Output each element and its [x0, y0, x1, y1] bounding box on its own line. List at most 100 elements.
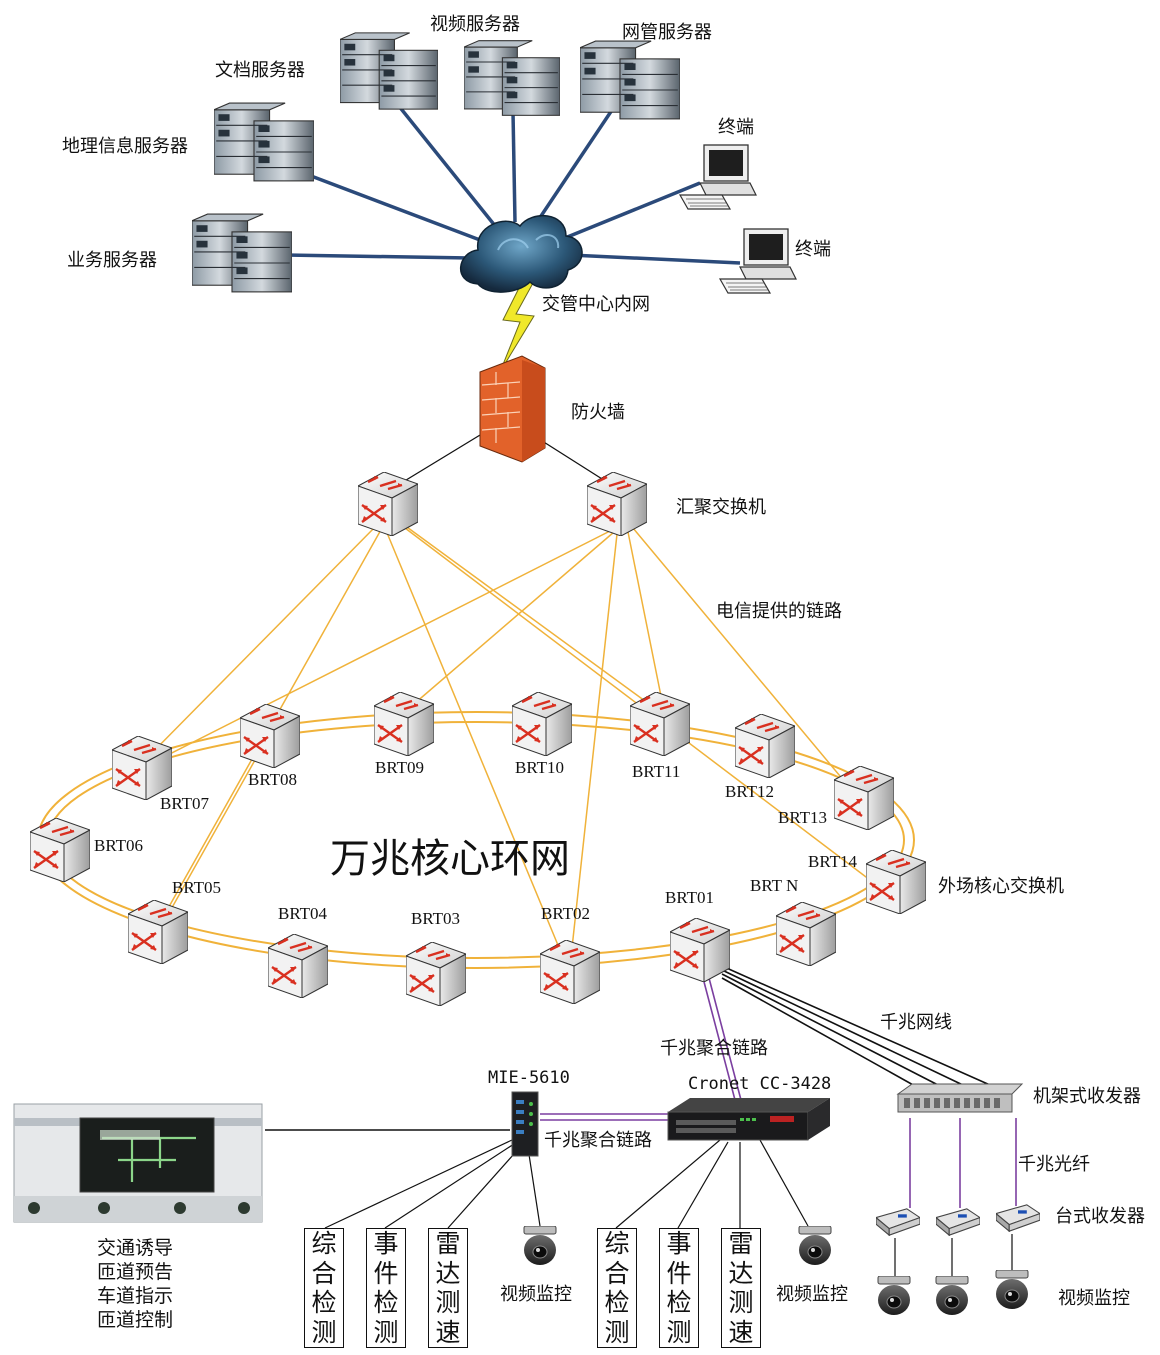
switch-brt06-icon: [30, 818, 90, 882]
char: 件: [666, 1258, 692, 1288]
network-management-server-label: 网管服务器: [622, 22, 712, 43]
node-label-brt01: BRT01: [665, 888, 715, 907]
core-ring-title: 万兆核心环网: [330, 836, 570, 882]
switch-brt08-icon: [240, 704, 300, 768]
char: 测: [311, 1317, 337, 1347]
gigabit-aggregation-link-label-2: 千兆聚合链路: [544, 1130, 652, 1151]
video-monitor-label-b: 视频监控: [776, 1284, 848, 1305]
event-detection-box-1: 事件检测: [366, 1228, 406, 1348]
integrated-detection-box-2: 综合检测: [597, 1228, 637, 1348]
network-management-server-icon: [580, 40, 680, 120]
aggregation-switch-2-icon: [587, 472, 647, 536]
char: 检: [373, 1288, 399, 1318]
char: 达: [435, 1258, 461, 1288]
aggregation-switch-1-icon: [358, 472, 418, 536]
char: 速: [728, 1317, 754, 1347]
char: 测: [435, 1288, 461, 1318]
char: 检: [311, 1288, 337, 1318]
node-label-brt06: BRT06: [94, 836, 144, 855]
char: 速: [435, 1317, 461, 1347]
vms-functions: 交通诱导 匝道预告 车道指示 匝道控制: [60, 1236, 210, 1332]
rack-transceiver-icon: [896, 1083, 1024, 1113]
traffic-guidance-sign: [13, 1103, 263, 1223]
switch-brt10-icon: [512, 692, 572, 756]
gis-server-label: 地理信息服务器: [62, 136, 188, 157]
radar-speed-box-1: 雷达测速: [428, 1228, 468, 1348]
node-label-brt10: BRT10: [515, 758, 565, 777]
char: 事: [666, 1229, 692, 1259]
camera-5-icon: [995, 1270, 1029, 1310]
node-label-brt02: BRT02: [541, 904, 591, 923]
node-label-brt14: BRT14: [808, 852, 858, 871]
business-server-icon: [192, 213, 292, 293]
char: 检: [666, 1288, 692, 1318]
char: 雷: [435, 1229, 461, 1259]
char: 测: [666, 1317, 692, 1347]
node-label-brt07: BRT07: [160, 794, 210, 813]
video-server-icon: [464, 40, 560, 116]
vms-line-3: 车道指示: [96, 1285, 173, 1307]
gis-server-icon: [214, 102, 314, 182]
gigabit-aggregation-link-label-1: 千兆聚合链路: [660, 1038, 768, 1059]
char: 合: [311, 1258, 337, 1288]
business-server-label: 业务服务器: [67, 250, 157, 271]
terminal-2-label: 终端: [795, 239, 831, 260]
telecom-link-label: 电信提供的链路: [716, 601, 842, 622]
switch-brt12-icon: [735, 714, 795, 778]
switch-brt03-icon: [406, 942, 466, 1006]
vms-line-4: 匝道控制: [96, 1309, 173, 1331]
switch-brt05-icon: [128, 900, 188, 964]
switch-brt01-icon: [670, 918, 730, 982]
char: 雷: [728, 1229, 754, 1259]
node-label-brt09: BRT09: [375, 758, 425, 777]
char: 达: [728, 1258, 754, 1288]
node-label-brtn: BRT N: [750, 876, 799, 895]
cloud-icon: [459, 214, 583, 293]
desk-transceiver-2-icon: [936, 1208, 980, 1236]
terminal-1-icon: [679, 144, 757, 210]
char: 测: [728, 1288, 754, 1318]
node-label-brt13: BRT13: [778, 808, 828, 827]
char: 件: [373, 1258, 399, 1288]
char: 测: [604, 1317, 630, 1347]
node-label-brt03: BRT03: [411, 909, 461, 928]
document-server-icon: [340, 32, 438, 110]
camera-1-icon: [523, 1226, 557, 1266]
switch-brt04-icon: [268, 934, 328, 998]
char: 综: [311, 1229, 337, 1259]
char: 检: [604, 1288, 630, 1318]
switch-brt13-icon: [834, 766, 894, 830]
video-monitor-label-c: 视频监控: [1058, 1288, 1130, 1309]
char: 事: [373, 1229, 399, 1259]
document-server-label: 文档服务器: [215, 60, 305, 81]
node-label-brt11: BRT11: [632, 762, 681, 781]
radar-speed-box-2: 雷达测速: [721, 1228, 761, 1348]
aggregation-switch-label: 汇聚交换机: [676, 497, 766, 518]
char: 测: [373, 1317, 399, 1347]
cronet-cc-3428-switch-icon: [667, 1098, 830, 1141]
camera-3-icon: [877, 1276, 911, 1316]
desk-transceiver-3-icon: [996, 1204, 1040, 1232]
vms-line-1: 交通诱导: [96, 1237, 173, 1259]
cronet-label: Cronet CC-3428: [688, 1074, 832, 1094]
outfield-core-switch-label: 外场核心交换机: [938, 876, 1064, 897]
firewall-label: 防火墙: [571, 402, 625, 423]
integrated-detection-box-1: 综合检测: [304, 1228, 344, 1348]
gigabit-fiber-label: 千兆光纤: [1018, 1154, 1090, 1175]
desk-transceiver-1-icon: [876, 1208, 920, 1236]
switch-brt07-icon: [112, 736, 172, 800]
node-label-brt08: BRT08: [248, 770, 298, 789]
char: 合: [604, 1258, 630, 1288]
node-label-brt04: BRT04: [278, 904, 328, 923]
switch-brtn-icon: [776, 902, 836, 966]
terminal-1-label: 终端: [718, 117, 754, 138]
node-label-brt05: BRT05: [172, 878, 222, 897]
node-label-brt12: BRT12: [725, 782, 775, 801]
mie-5610-label: MIE-5610: [488, 1068, 570, 1088]
firewall-icon: [479, 355, 546, 463]
gigabit-cable-label: 千兆网线: [880, 1012, 952, 1033]
desk-transceiver-label: 台式收发器: [1055, 1206, 1145, 1227]
camera-2-icon: [798, 1226, 832, 1266]
camera-4-icon: [935, 1276, 969, 1316]
